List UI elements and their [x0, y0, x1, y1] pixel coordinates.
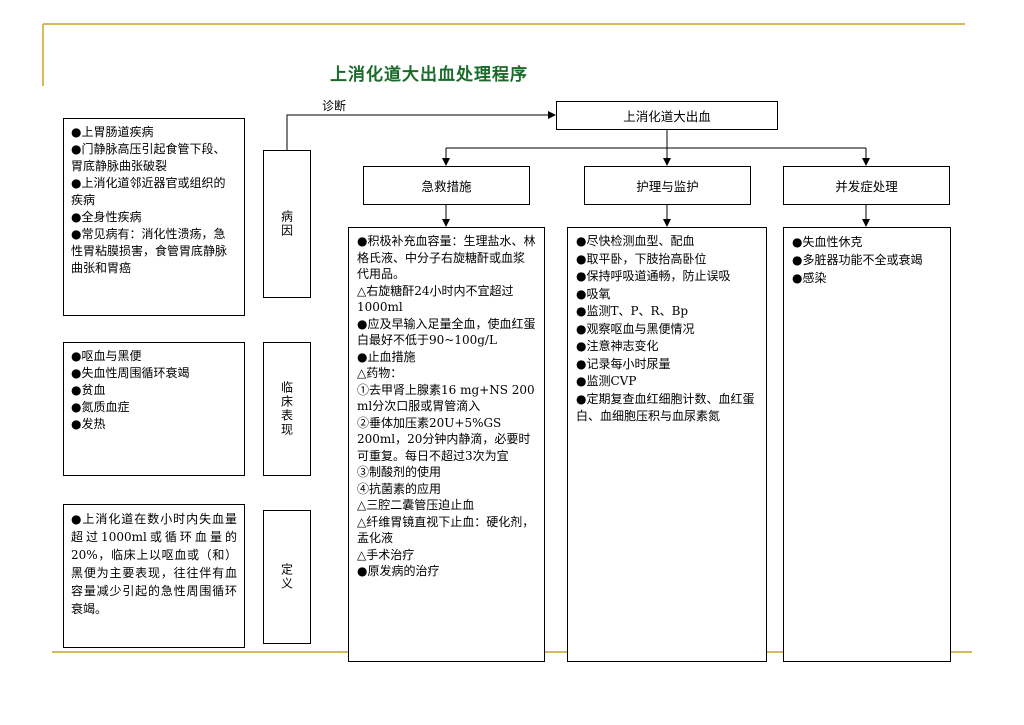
list-item: ①去甲肾上腺素16 mg+NS 200 ml分次口服或胃管滴入: [357, 382, 535, 414]
list-item: ②垂体加压素20U+5%GS 200ml，20分钟内静滴，必要时可重复。每日不超…: [357, 415, 531, 463]
clinical-side-label-text: 临床表现: [279, 381, 294, 437]
diagnosis-label: 诊断: [322, 99, 347, 113]
arrowheads: [442, 111, 870, 227]
list-item: ●监测CVP: [576, 374, 637, 388]
list-item: ●观察呕血与黑便情况: [576, 321, 695, 336]
definition-text: ●上消化道在数小时内失血量超过1000ml或循环血量的20%，临床上以呕血或（和…: [71, 512, 237, 616]
definition-side-label-text: 定义: [279, 563, 294, 591]
page-title: 上消化道大出血处理程序: [330, 65, 528, 85]
list-item: ●监测T、P、R、Bp: [576, 304, 689, 318]
list-item: ●门静脉高压引起食管下段、胃底静脉曲张破裂: [71, 142, 226, 173]
list-item: △药物：: [357, 366, 403, 380]
list-item: ●原发病的治疗: [357, 564, 440, 578]
list-item: ●上消化道邻近器官或组织的疾病: [71, 176, 226, 207]
list-item: ●呕血与黑便: [71, 349, 142, 363]
definition-side-label: 定义: [263, 510, 311, 644]
care-header-label: 护理与监护: [636, 179, 699, 194]
care-box: ●尽快检测血型、配血 ●取平卧，下肢抬高卧位 ●保持呼吸道通畅，防止误吸 ●吸氧…: [567, 227, 767, 662]
list-item: ●吸氧: [576, 286, 611, 301]
list-item: ●感染: [792, 271, 827, 285]
list-item: ③制酸剂的使用: [357, 465, 442, 479]
cause-list: ●上胃肠道疾病 ●门静脉高压引起食管下段、胃底静脉曲张破裂 ●上消化道邻近器官或…: [71, 124, 237, 277]
list-item: ●失血性周围循环衰竭: [71, 366, 190, 380]
list-item: △纤维胃镜直视下止血：硬化剂，盂化液: [357, 514, 535, 546]
emergency-header: 急救措施: [363, 166, 530, 205]
clinical-list: ●呕血与黑便 ●失血性周围循环衰竭 ●贫血 ●氮质血症 ●发热: [71, 348, 237, 433]
list-item: ●尽快检测血型、配血: [576, 234, 695, 248]
list-item: ●应及早输入足量全血，使血红蛋白最好不低于90~100g/L: [357, 316, 536, 348]
list-item: ●常见病有：消化性溃疡，急性胃粘膜损害，食管胃底静脉曲张和胃癌: [71, 227, 228, 275]
list-item: ●全身性疾病: [71, 210, 142, 224]
list-item: ●上胃肠道疾病: [71, 125, 154, 139]
care-header: 护理与监护: [584, 166, 751, 205]
connectors: [286, 114, 867, 223]
emergency-header-label: 急救措施: [421, 179, 472, 194]
list-item: ④抗菌素的应用: [357, 481, 442, 496]
complication-box: ●失血性休克 ●多脏器功能不全或衰竭 ●感染: [783, 227, 951, 662]
list-item: ●积极补充血容量：生理盐水、林格氏液、中分子右旋糖酐或血浆代用品。: [357, 234, 536, 281]
list-item: ●贫血: [71, 383, 106, 397]
list-item: △三腔二囊管压迫止血: [357, 498, 475, 512]
list-item: △右旋糖酐24小时内不宜超过1000ml: [357, 283, 514, 315]
top-box: 上消化道大出血: [556, 101, 778, 130]
cause-side-label: 病因: [263, 150, 311, 298]
list-item: ●失血性休克: [792, 235, 863, 249]
emergency-list: ●积极补充血容量：生理盐水、林格氏液、中分子右旋糖酐或血浆代用品。 △右旋糖酐2…: [357, 233, 536, 580]
clinical-side-label: 临床表现: [263, 342, 311, 476]
complication-list: ●失血性休克 ●多脏器功能不全或衰竭 ●感染: [792, 233, 942, 287]
top-box-label: 上消化道大出血: [623, 109, 711, 124]
clinical-box: ●呕血与黑便 ●失血性周围循环衰竭 ●贫血 ●氮质血症 ●发热: [63, 342, 245, 476]
complication-header-label: 并发症处理: [835, 179, 898, 194]
cause-side-label-text: 病因: [279, 210, 294, 238]
list-item: ●发热: [71, 417, 106, 431]
list-item: ●记录每小时尿量: [576, 356, 671, 371]
diagnosis-connector: [286, 114, 553, 150]
complication-header: 并发症处理: [783, 166, 950, 205]
definition-box: ●上消化道在数小时内失血量超过1000ml或循环血量的20%，临床上以呕血或（和…: [63, 504, 245, 648]
list-item: ●注意神志变化: [576, 339, 659, 353]
list-item: ●多脏器功能不全或衰竭: [792, 253, 923, 267]
list-item: ●取平卧，下肢抬高卧位: [576, 251, 707, 266]
emergency-box: ●积极补充血容量：生理盐水、林格氏液、中分子右旋糖酐或血浆代用品。 △右旋糖酐2…: [348, 227, 545, 662]
care-list: ●尽快检测血型、配血 ●取平卧，下肢抬高卧位 ●保持呼吸道通畅，防止误吸 ●吸氧…: [576, 233, 758, 426]
cause-box: ●上胃肠道疾病 ●门静脉高压引起食管下段、胃底静脉曲张破裂 ●上消化道邻近器官或…: [63, 118, 245, 316]
list-item: ●保持呼吸道通畅，防止误吸: [576, 269, 731, 283]
list-item: △手术治疗: [357, 547, 415, 562]
list-item: ●止血措施: [357, 349, 416, 364]
list-item: ●氮质血症: [71, 400, 130, 414]
list-item: ●定期复查血红细胞计数、血红蛋白、血细胞压积与血尿素氮: [576, 391, 755, 424]
